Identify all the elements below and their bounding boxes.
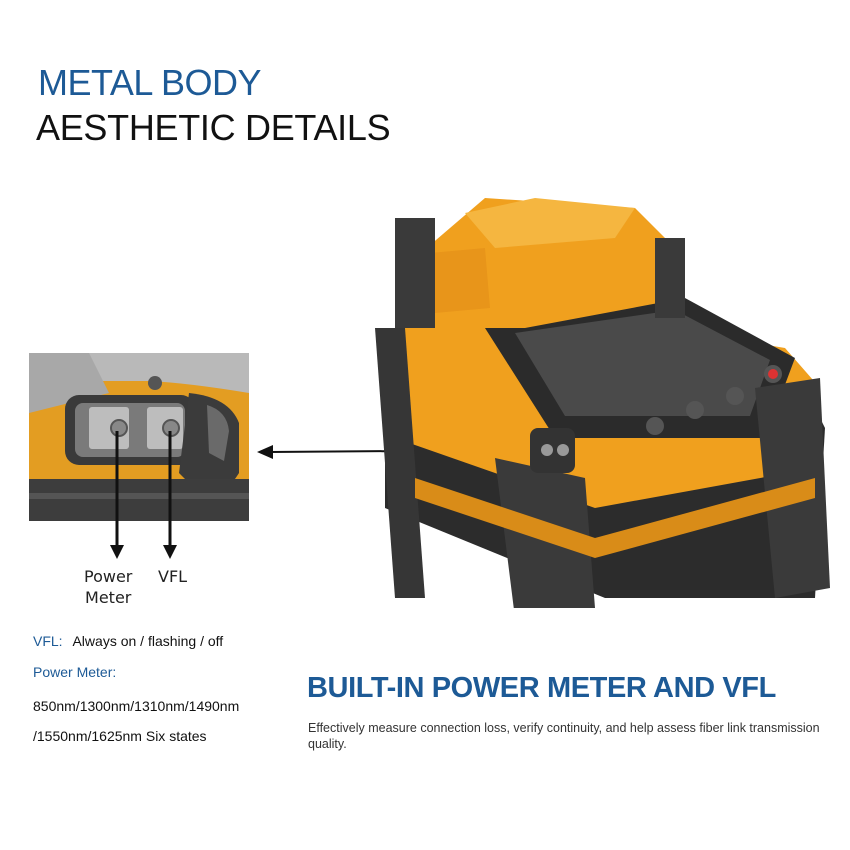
spec-power-meter-line2: /1550nm/1625nm Six states: [33, 728, 207, 744]
fusion-splicer-image: [375, 198, 830, 608]
spec-power-meter-line1: 850nm/1300nm/1310nm/1490nm: [33, 698, 240, 714]
label-power-meter-line1: Power: [84, 567, 133, 586]
feature-title: BUILT-IN POWER METER AND VFL: [307, 672, 776, 704]
spec-vfl: VFL: Always on / flashing / off: [33, 633, 223, 649]
feature-description: Effectively measure connection loss, ver…: [308, 721, 820, 751]
spec-power-meter-label: Power Meter:: [33, 664, 117, 680]
label-power-meter-line2: Meter: [85, 588, 132, 607]
label-power-meter: Power Meter: [84, 566, 132, 608]
spec-vfl-label: VFL:: [33, 633, 63, 649]
heading-metal-body: METAL BODY: [38, 62, 262, 103]
spec-vfl-value: Always on / flashing / off: [72, 633, 224, 649]
heading-aesthetic-details: AESTHETIC DETAILS: [36, 107, 391, 148]
label-vfl: VFL: [158, 567, 188, 586]
down-arrows: [110, 515, 177, 559]
port-closeup-image: [29, 353, 249, 521]
